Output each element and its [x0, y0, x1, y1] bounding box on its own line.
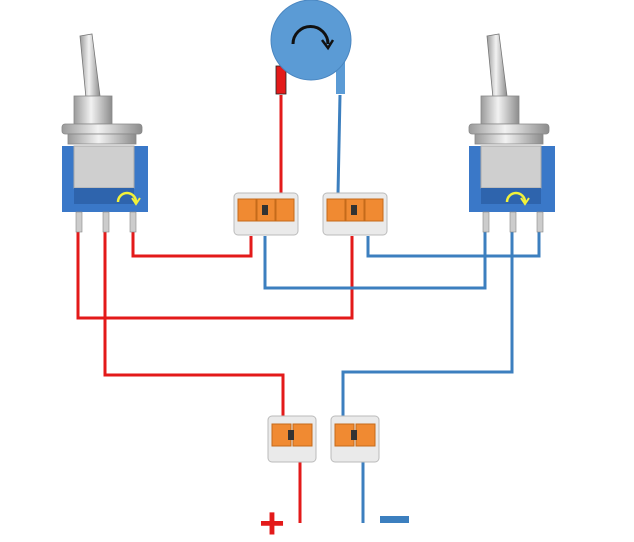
- red-wire-left-pin1: [76, 232, 354, 320]
- rotation-arrow-icon: [116, 191, 141, 206]
- blue-wire-right-pin2: [341, 232, 514, 418]
- toggle-switch-right[interactable]: [468, 33, 556, 233]
- wago-connector-2way-positive: [267, 415, 317, 463]
- wago-connector-2way-negative: [330, 415, 380, 463]
- blue-wire-motor: [336, 94, 342, 195]
- blue-wire-right-pin3: [366, 232, 541, 258]
- wires: [76, 94, 541, 523]
- blue-wire-right-pin1: [263, 232, 487, 290]
- toggle-switch-left[interactable]: [61, 33, 149, 233]
- red-wire-left-pin2: [103, 232, 285, 418]
- negative-symbol: [380, 516, 409, 523]
- wago-connector-3way-left: [233, 192, 299, 236]
- wago-connector-3way-right: [322, 192, 388, 236]
- negative-symbol-label: −: [394, 529, 395, 531]
- motor: [270, 0, 352, 95]
- red-wire-left-pin3: [131, 232, 253, 258]
- rotation-arrow-icon: [291, 25, 335, 51]
- positive-symbol: +: [259, 499, 285, 542]
- rotation-arrow-icon: [505, 191, 530, 206]
